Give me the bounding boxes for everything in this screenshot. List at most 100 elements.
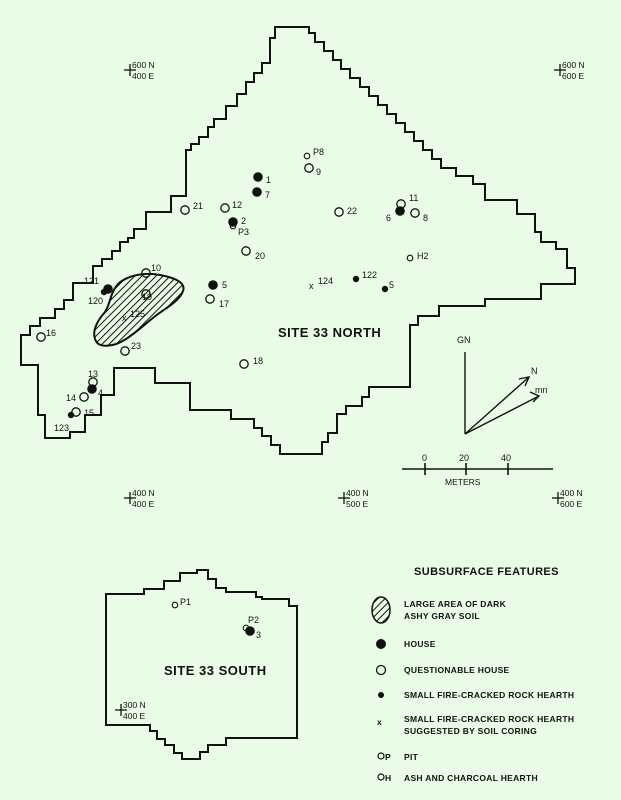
north-questionable-23-label: 23 [131,341,141,351]
legend-pit-symbol: P [385,752,391,762]
north-questionable-14-marker [79,392,89,402]
north-questionable-13-marker [88,377,98,387]
north-house-6-label: 6 [386,213,391,223]
north-questionable-13-label: 13 [88,369,98,379]
south-house-3-marker [245,626,255,636]
north-questionable-11-label: 11 [409,193,418,203]
north-questionable-10-marker [141,268,151,278]
scale-tick-20: 20 [459,453,469,463]
dark-ashy-soil-area [93,272,185,347]
grid-400n-600e-east: 600 E [560,499,583,509]
south-pit-p1-marker [171,601,179,609]
legend-title: SUBSURFACE FEATURES [414,566,559,578]
legend-soil-line2: ASHY GRAY SOIL [404,611,480,621]
legend-questionable-house-symbol [375,664,387,676]
grid-400n-500e-north: 400 N [346,488,369,498]
north-questionable-8-marker [410,208,420,218]
north-questionable-10-label: 10 [151,263,161,273]
north-questionable-18-label: 18 [253,356,263,366]
north-questionable-8-label: 8 [423,213,428,223]
legend-soil-line1: LARGE AREA OF DARK [404,599,507,609]
site-north-boundary [20,26,576,455]
north-ash-h2-label: H2 [417,251,429,261]
legend-house-label: HOUSE [404,639,436,649]
north-hearth-122-label: 122 [362,270,377,280]
north-questionable-20-label: 20 [255,251,265,261]
north-pit-p3-marker [229,222,237,230]
north-questionable-22-marker [334,207,344,217]
north-hearth-122-marker [352,275,360,283]
north-questionable-20-marker [241,246,251,256]
north-house-1-label: 1 [266,175,271,185]
north-house-4-label: 4 [98,388,103,398]
north-house-7-marker [252,187,262,197]
legend-ash-hearth-label: ASH AND CHARCOAL HEARTH [404,773,538,783]
grid-400n-400e-east: 400 E [132,499,155,509]
north-questionable-14-label: 14 [66,393,76,403]
north-arrow [464,352,541,435]
north-questionable-12-label: 12 [232,200,242,210]
north-questionable-17-marker [205,294,215,304]
north-hearth-120-label: 120 [88,296,103,306]
legend-pit-label: PIT [404,752,419,762]
legend-ash-hearth-symbol: H [385,773,391,783]
legend-ash-hearth-circle [377,773,385,781]
grid-300n-400e-north: 300 N [123,700,146,710]
north-house-5-label: 5 [222,280,227,290]
north-questionable-15-label: 15 [84,408,94,418]
scale-bar [402,463,553,475]
grid-400n-500e-east: 500 E [346,499,369,509]
legend-cored-hearth-symbol: x [377,717,382,727]
north-hearth-5-label: 5 [389,280,394,290]
grid-600n-400e-north: 600 N [132,60,155,70]
north-questionable-21-label: 21 [193,201,203,211]
south-house-3-label: 3 [256,630,261,640]
north-questionable-16-label: 16 [46,328,56,338]
north-pit-p8-marker [303,152,311,160]
scale-tick-0: 0 [422,453,427,463]
magnetic-north-label: mn [535,385,548,395]
legend-cored-hearth-line2: SUGGESTED BY SOIL CORING [404,726,537,736]
scale-unit: METERS [445,477,481,487]
grid-600n-400e-east: 400 E [132,71,155,81]
legend-house-symbol [376,639,386,649]
north-hearth-120-marker [100,288,108,296]
grid-400n-400e-north: 400 N [132,488,155,498]
north-questionable-22-label: 22 [347,206,357,216]
grid-600n-600e-north: 600 N [562,60,585,70]
scale-tick-40: 40 [501,453,511,463]
north-questionable-9-marker [304,163,314,173]
legend-cored-hearth-line1: SMALL FIRE-CRACKED ROCK HEARTH [404,714,574,724]
north-questionable-23-marker [120,346,130,356]
north-hearth-123-marker [67,411,75,419]
legend-hearth-label: SMALL FIRE-CRACKED ROCK HEARTH [404,690,574,700]
site-south-label: SITE 33 SOUTH [164,663,267,678]
grid-north-label: GN [457,335,471,345]
north-questionable-21-marker [180,205,190,215]
north-house-5-marker [208,280,218,290]
south-pit-p1-label: P1 [180,597,191,607]
north-house-2-marker [228,217,238,227]
north-cored-124-label: 124 [318,276,333,286]
north-questionable-16-marker [36,332,46,342]
north-cored-125-label: 125 [130,309,145,319]
north-questionable-19-marker [141,289,151,299]
north-house-121-label: 121 [84,276,99,286]
grid-600n-600e-east: 600 E [562,71,585,81]
north-questionable-9-label: 9 [316,167,321,177]
north-cored-124-marker: x [309,281,314,291]
north-hearth-5-marker [381,285,389,293]
site-south-boundary [105,569,298,760]
north-questionable-17-label: 17 [219,299,229,309]
legend-pit-circle [377,752,385,760]
legend-soil-swatch [371,596,391,624]
true-north-label: N [531,366,538,376]
legend: SUBSURFACE FEATURES LARGE AREA OF DARK A… [371,566,574,783]
north-ash-h2-marker [406,254,414,262]
north-questionable-18-marker [239,359,249,369]
grid-300n-400e-east: 400 E [123,711,146,721]
north-questionable-12-marker [220,203,230,213]
north-house-7-label: 7 [265,190,270,200]
north-questionable-11-marker [396,199,406,209]
